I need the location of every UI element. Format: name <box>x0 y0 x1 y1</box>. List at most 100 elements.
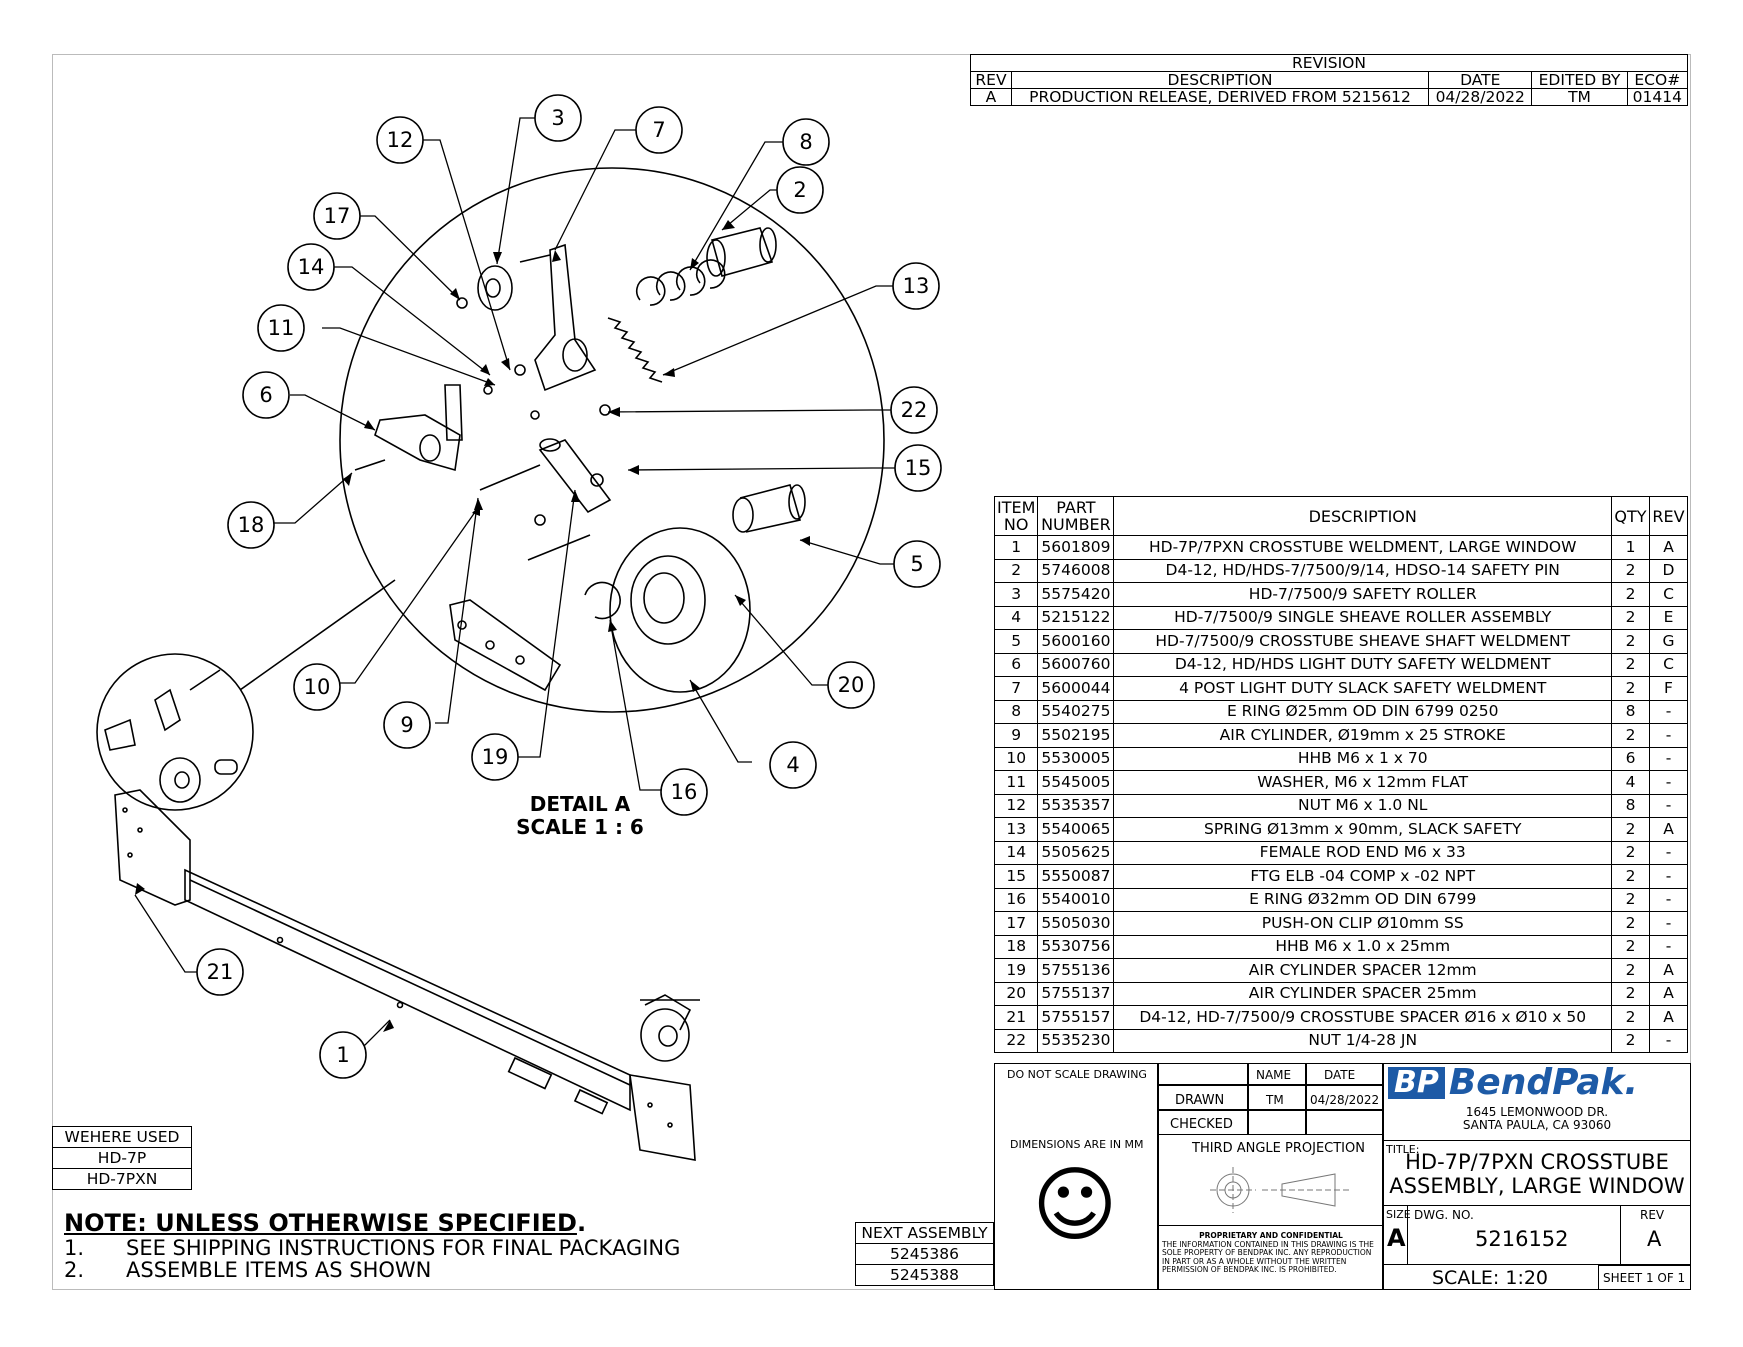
smiley-icon: ☺ <box>1032 1158 1118 1253</box>
notes: NOTE: UNLESS OTHERWISE SPECIFIED. 1.SEE … <box>64 1210 680 1282</box>
balloon-7: 7 <box>635 106 683 154</box>
bom-part-number: 5215122 <box>1037 605 1115 630</box>
bom-rev: D <box>1649 558 1688 583</box>
bom-qty: 2 <box>1611 629 1650 654</box>
bom-part-number: 5502195 <box>1037 723 1115 748</box>
bom-description: 4 POST LIGHT DUTY SLACK SAFETY WELDMENT <box>1113 676 1612 701</box>
balloon-16: 16 <box>660 768 708 816</box>
bom-rev: - <box>1649 746 1688 771</box>
revision-title: REVISION <box>970 54 1688 72</box>
bom-part-number: 5505030 <box>1037 911 1115 936</box>
bom-part-number: 5535230 <box>1037 1028 1115 1053</box>
bom-qty: 2 <box>1611 605 1650 630</box>
title-label: TITLE: <box>1386 1143 1420 1156</box>
bom-rev: A <box>1649 535 1688 560</box>
part-slack-safety-weldment <box>519 243 597 392</box>
balloon-15-label: 15 <box>905 456 932 480</box>
size-label: SIZE <box>1386 1208 1411 1221</box>
part-cylinder <box>538 438 612 514</box>
scale-value: SCALE: 1:20 <box>1432 1267 1549 1289</box>
balloon-16-label: 16 <box>671 780 698 804</box>
logo-name: BendPak. <box>1448 1062 1639 1103</box>
drawn-date: 04/28/2022 <box>1310 1093 1380 1107</box>
balloon-12-label: 12 <box>387 128 414 152</box>
part-light-duty-weldment <box>374 384 463 472</box>
bom-qty: 2 <box>1611 582 1650 607</box>
balloon-2-label: 2 <box>793 178 806 202</box>
bom-description: AIR CYLINDER SPACER 12mm <box>1113 958 1612 983</box>
balloon-19: 19 <box>471 733 519 781</box>
balloon-13-label: 13 <box>903 274 930 298</box>
bom-item-no: 22 <box>993 1028 1039 1053</box>
balloon-19-label: 19 <box>482 745 509 769</box>
bom-desc-header: DESCRIPTION <box>1113 496 1612 536</box>
next-assembly-table: NEXT ASSEMBLY 5245386 5245388 <box>855 1222 994 1286</box>
bom-qty: 2 <box>1611 911 1650 936</box>
edited-by-header: EDITED BY <box>1531 71 1628 89</box>
description-header: DESCRIPTION <box>1010 71 1430 89</box>
where-used-title: WEHERE USED <box>52 1126 192 1148</box>
balloon-14: 14 <box>287 243 335 291</box>
balloon-10-label: 10 <box>304 675 331 699</box>
revision-table: REVISION REV DESCRIPTION DATE EDITED BY … <box>970 54 1689 106</box>
bendpak-logo: BP BendPak. <box>1388 1062 1639 1103</box>
part-e-rings <box>635 259 726 306</box>
next-assembly-title: NEXT ASSEMBLY <box>855 1222 994 1244</box>
where-used-item: HD-7P <box>52 1147 192 1169</box>
detail-a-boundary <box>339 167 885 713</box>
bom-rev: C <box>1649 652 1688 677</box>
company-address: 1645 LEMONWOOD DR. SANTA PAULA, CA 93060 <box>1462 1105 1612 1132</box>
bom-description: HD-7/7500/9 CROSSTUBE SHEAVE SHAFT WELDM… <box>1113 629 1612 654</box>
balloon-22-label: 22 <box>901 398 928 422</box>
bom-part-number: 5755137 <box>1037 981 1115 1006</box>
bom-qty-header: QTY <box>1611 496 1650 536</box>
bom-item-no: 17 <box>993 911 1039 936</box>
balloon-9: 9 <box>383 701 431 749</box>
bom-part-number: 5600760 <box>1037 652 1115 677</box>
balloon-6-label: 6 <box>259 383 272 407</box>
bom-item-no: 16 <box>993 887 1039 912</box>
bom-description: FEMALE ROD END M6 x 33 <box>1113 840 1612 865</box>
bom-item-no: 19 <box>993 958 1039 983</box>
bom-description: HD-7/7500/9 SAFETY ROLLER <box>1113 582 1612 607</box>
bom-item-no: 2 <box>993 558 1039 583</box>
bom-rev: G <box>1649 629 1688 654</box>
bom-item-no: 20 <box>993 981 1039 1006</box>
bom-item-no: 8 <box>993 699 1039 724</box>
bom-item-no: 11 <box>993 770 1039 795</box>
part-bracket <box>449 599 562 692</box>
bom-item-no: 4 <box>993 605 1039 630</box>
crosstube-weldment <box>114 789 696 1161</box>
balloon-17: 17 <box>313 192 361 240</box>
bom-item-no: 15 <box>993 864 1039 889</box>
eco-header: ECO# <box>1626 71 1689 89</box>
bom-rev: - <box>1649 793 1688 818</box>
balloon-4-label: 4 <box>786 753 799 777</box>
bom-description: HHB M6 x 1.0 x 25mm <box>1113 934 1612 959</box>
balloon-8: 8 <box>782 118 830 166</box>
note-item: 2.ASSEMBLE ITEMS AS SHOWN <box>64 1258 432 1282</box>
bom-qty: 2 <box>1611 723 1650 748</box>
balloon-2: 2 <box>776 166 824 214</box>
balloon-14-label: 14 <box>298 255 325 279</box>
bom-rev: - <box>1649 887 1688 912</box>
dwg-no-label: DWG. NO. <box>1414 1208 1474 1222</box>
sheet-value: SHEET 1 OF 1 <box>1603 1271 1686 1285</box>
detail-scale: SCALE 1 : 6 <box>516 815 644 839</box>
bom-part-number: 5530756 <box>1037 934 1115 959</box>
bom-part-number: 5535357 <box>1037 793 1115 818</box>
next-assembly-item: 5245388 <box>855 1264 994 1286</box>
balloon-20-label: 20 <box>838 673 865 697</box>
bom-part-number: 5530005 <box>1037 746 1115 771</box>
part-safety-roller <box>477 265 513 311</box>
revision-cell: TM <box>1531 88 1628 106</box>
bom-description: HHB M6 x 1 x 70 <box>1113 746 1612 771</box>
